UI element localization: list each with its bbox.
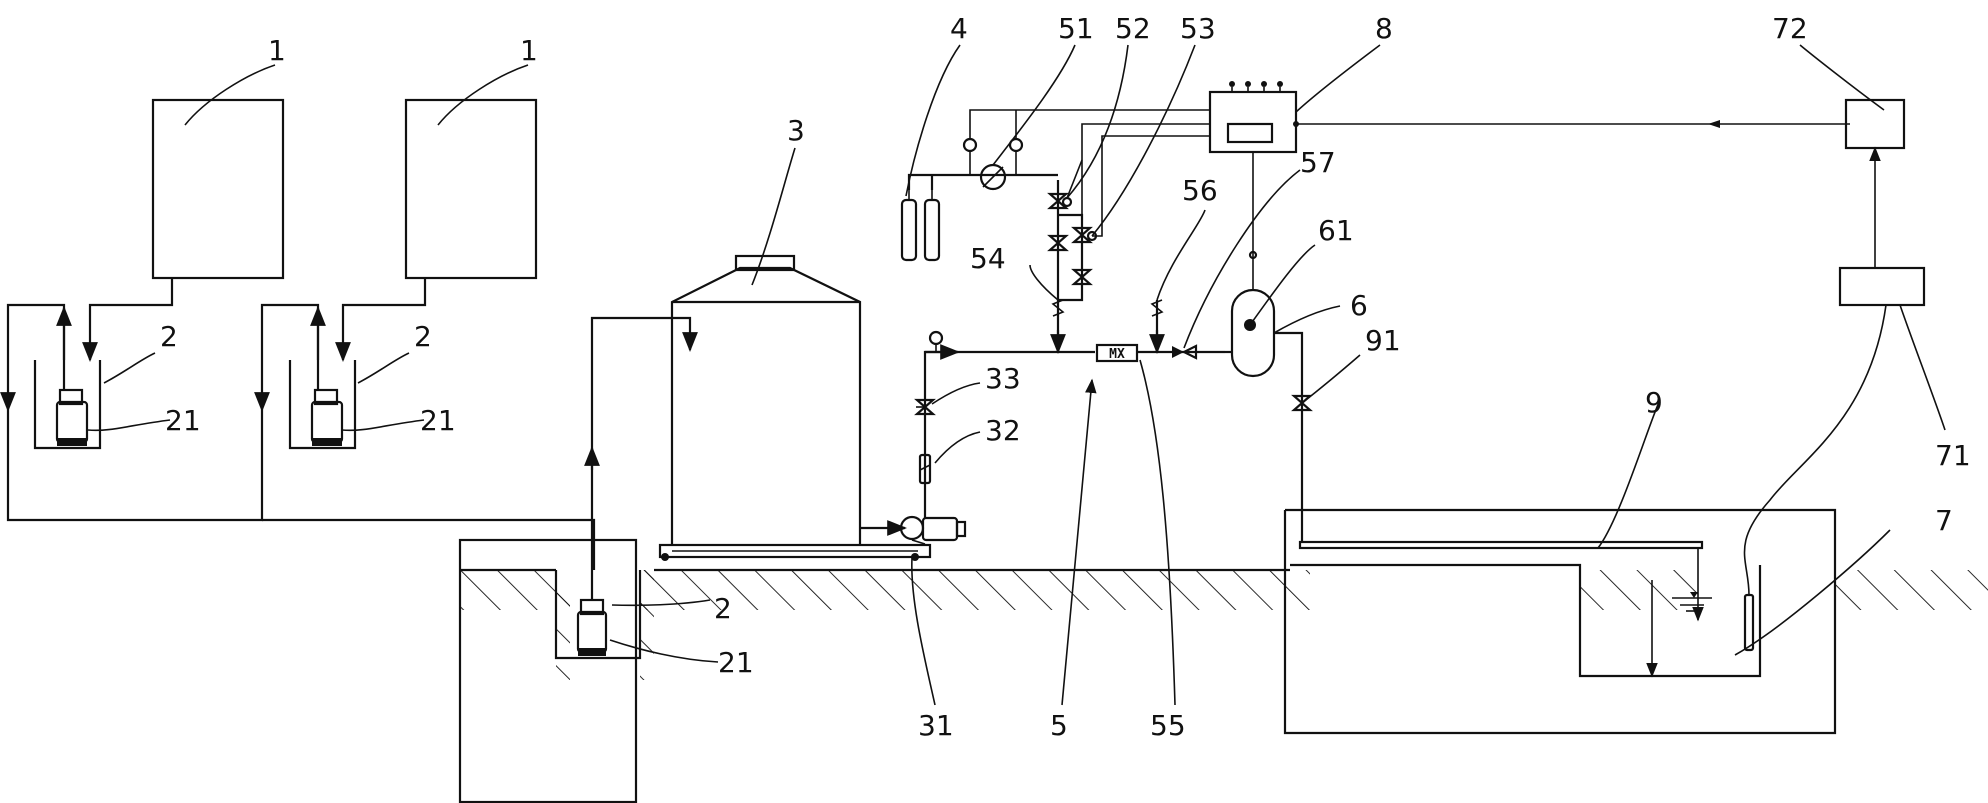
flow-building-to-tank-left (82, 278, 174, 362)
label-33: 33 (985, 362, 1021, 395)
transfer-pump (860, 515, 967, 545)
valve-stack (1047, 226, 1093, 286)
ground (460, 568, 1988, 680)
dissolver (1230, 152, 1276, 378)
indicator-icons (1229, 81, 1283, 92)
label-54: 54 (970, 242, 1006, 275)
signal-line-2 (1081, 123, 1210, 215)
label-21c: 21 (718, 646, 754, 679)
label-6: 6 (1350, 289, 1368, 322)
label-2b: 2 (414, 320, 432, 353)
flow-meter (918, 453, 932, 485)
label-2a: 2 (160, 320, 178, 353)
storage-tank (658, 254, 932, 561)
valve-52 (1047, 192, 1069, 210)
label-3: 3 (787, 114, 805, 147)
building-right (404, 98, 538, 280)
pump-icon (310, 388, 344, 446)
mixer: MX (1095, 343, 1139, 363)
check-valve-57 (1172, 344, 1198, 360)
building-left (151, 98, 285, 280)
leader-lines (87, 44, 1946, 706)
label-52: 52 (1115, 12, 1151, 45)
label-21a: 21 (165, 404, 201, 437)
label-31: 31 (918, 709, 954, 742)
label-91: 91 (1365, 324, 1401, 357)
label-72: 72 (1772, 12, 1808, 45)
collection-header (6, 410, 264, 522)
label-2c: 2 (714, 592, 732, 625)
collection-tank-right (288, 360, 357, 450)
callout-labels: 1 1 2 2 2 21 21 21 3 31 32 33 4 5 51 52 … (160, 12, 1971, 742)
sensor-probe (1743, 304, 1887, 652)
label-55: 55 (1150, 709, 1186, 742)
flow-building-to-tank-right (335, 278, 427, 362)
label-9: 9 (1645, 386, 1663, 419)
label-1b: 1 (520, 34, 538, 67)
label-32: 32 (985, 414, 1021, 447)
main-line (923, 350, 1095, 360)
label-4: 4 (950, 12, 968, 45)
label-7: 7 (1935, 504, 1953, 537)
label-1a: 1 (268, 34, 286, 67)
label-57: 57 (1300, 146, 1336, 179)
pressure-gauge-icon (928, 330, 944, 352)
label-5: 5 (1050, 709, 1068, 742)
control-box (1208, 81, 1298, 154)
pump-icon (55, 388, 89, 446)
label-21b: 21 (420, 404, 456, 437)
signal-line-1 (969, 109, 1210, 139)
transmitter-72 (1844, 98, 1906, 268)
mixer-label: MX (1109, 347, 1125, 362)
water-level-icon (1672, 592, 1712, 612)
collection-tank-left (33, 360, 102, 450)
valve-33 (914, 398, 936, 416)
label-71: 71 (1935, 439, 1971, 472)
dissolver-outlet (1274, 331, 1304, 520)
label-53: 53 (1180, 12, 1216, 45)
label-51: 51 (1058, 12, 1094, 45)
valve-91 (1291, 394, 1313, 412)
label-61: 61 (1318, 214, 1354, 247)
sensor-unit-71 (1838, 266, 1926, 307)
label-56: 56 (1182, 174, 1218, 207)
label-8: 8 (1375, 12, 1393, 45)
